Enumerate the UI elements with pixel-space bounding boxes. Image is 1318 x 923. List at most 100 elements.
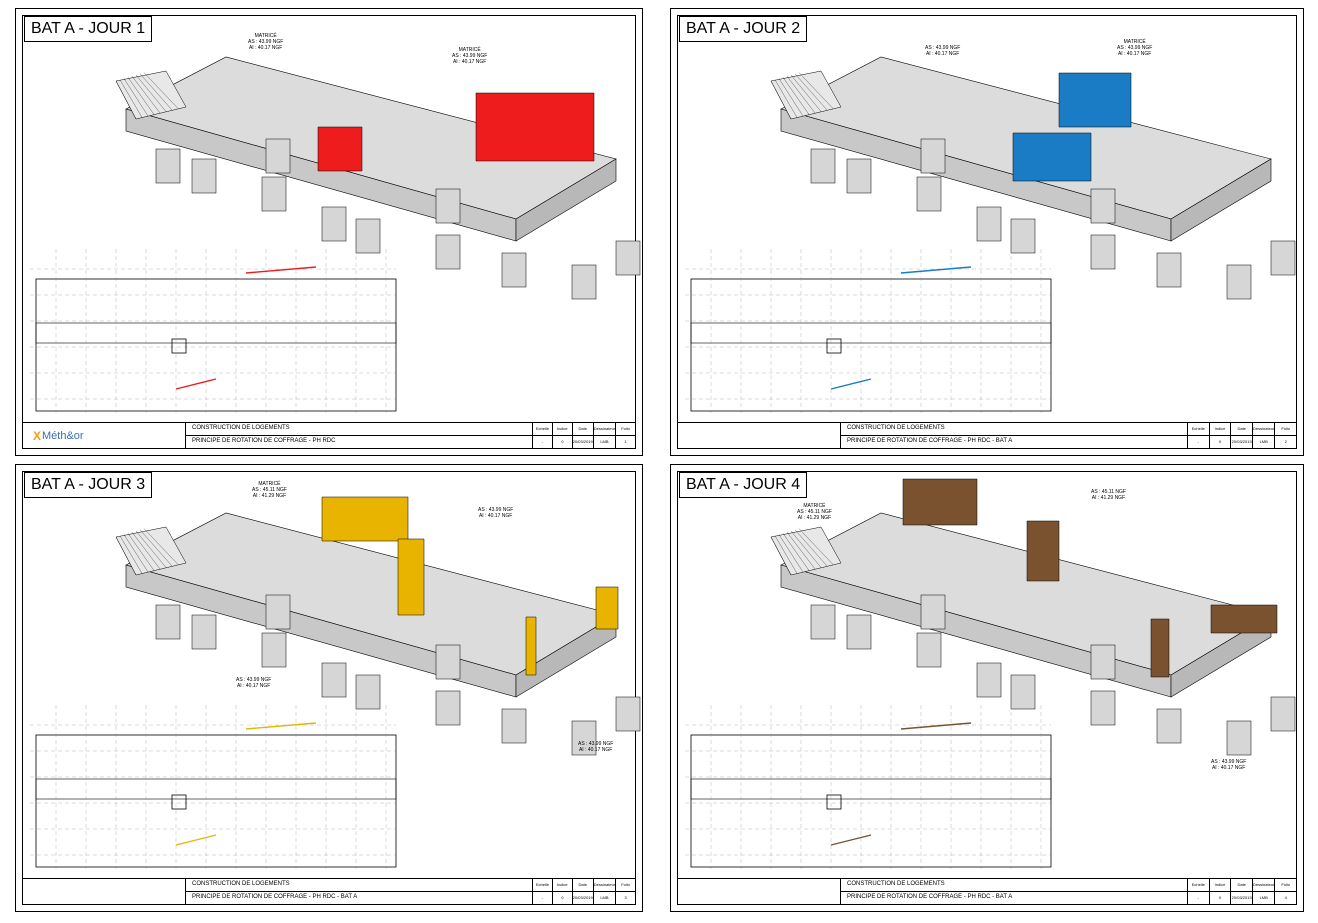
plan-highlight (830, 834, 872, 846)
formwork-panel (1026, 520, 1060, 582)
formwork-panel (397, 538, 425, 616)
plan-shaft (826, 338, 842, 354)
plan-outline (690, 278, 1052, 412)
stair-step (798, 72, 834, 109)
column (810, 604, 836, 640)
company-logo (678, 879, 841, 904)
column (1226, 720, 1252, 756)
column (571, 720, 597, 756)
stair-step (774, 79, 798, 118)
isometric-drawing (685, 56, 1296, 413)
column (1010, 218, 1036, 254)
column (1090, 690, 1116, 726)
column (916, 632, 942, 668)
plan-shaft (826, 794, 842, 810)
sheet-title: BAT A - JOUR 3 (24, 472, 153, 498)
formwork-panel (475, 92, 595, 162)
stair-step (778, 534, 804, 573)
stair-step (123, 78, 149, 117)
column (976, 662, 1002, 698)
formwork-panel (1058, 72, 1132, 128)
plan-shaft (171, 794, 187, 810)
column (976, 206, 1002, 242)
stair-step (143, 72, 179, 109)
stair-step (786, 532, 816, 570)
column (1090, 188, 1116, 224)
stair-step (131, 532, 161, 570)
column (435, 234, 461, 270)
column (155, 604, 181, 640)
slab-side (1170, 158, 1272, 242)
plan-corridor (35, 778, 397, 800)
isometric-drawing (30, 496, 641, 869)
stair-step (127, 77, 155, 115)
plan-corridor (35, 322, 397, 344)
stair-step (770, 80, 792, 120)
plan-corridor (690, 322, 1052, 344)
stair-step (135, 530, 167, 568)
formwork-panel (321, 496, 409, 542)
plan-corridor (690, 778, 1052, 800)
stair-step (782, 533, 810, 571)
stair-step (115, 536, 137, 576)
slab-side (515, 614, 617, 698)
column (846, 614, 872, 650)
column (916, 176, 942, 212)
plan-highlight (900, 266, 972, 274)
column (191, 158, 217, 194)
column (846, 158, 872, 194)
column (1090, 644, 1116, 680)
formwork-panel (1012, 132, 1092, 182)
column (501, 252, 527, 288)
isometric-drawing (685, 478, 1296, 869)
stair-step (798, 528, 834, 565)
stair-step (139, 529, 173, 567)
company-logo (678, 423, 841, 448)
company-logo (23, 879, 186, 904)
stair-step (794, 73, 828, 111)
plan-highlight (245, 722, 317, 730)
isometric-drawing (30, 56, 641, 413)
column (1090, 234, 1116, 270)
formwork-panel (317, 126, 363, 172)
column (435, 188, 461, 224)
formwork-panel (1150, 618, 1170, 678)
column (435, 644, 461, 680)
stair-step (778, 78, 804, 117)
column (920, 594, 946, 630)
stair-step (123, 534, 149, 573)
formwork-panel (902, 478, 978, 526)
plan-highlight (175, 378, 217, 390)
slab-side (515, 158, 617, 242)
stair-step (794, 529, 828, 567)
column (191, 614, 217, 650)
stair-step (790, 530, 822, 568)
column (355, 674, 381, 710)
sheet-title: BAT A - JOUR 4 (679, 472, 808, 498)
stair-step (770, 536, 792, 576)
column (355, 218, 381, 254)
plan-outline (35, 734, 397, 868)
column (321, 206, 347, 242)
plan-highlight (830, 378, 872, 390)
stair-step (135, 74, 167, 112)
